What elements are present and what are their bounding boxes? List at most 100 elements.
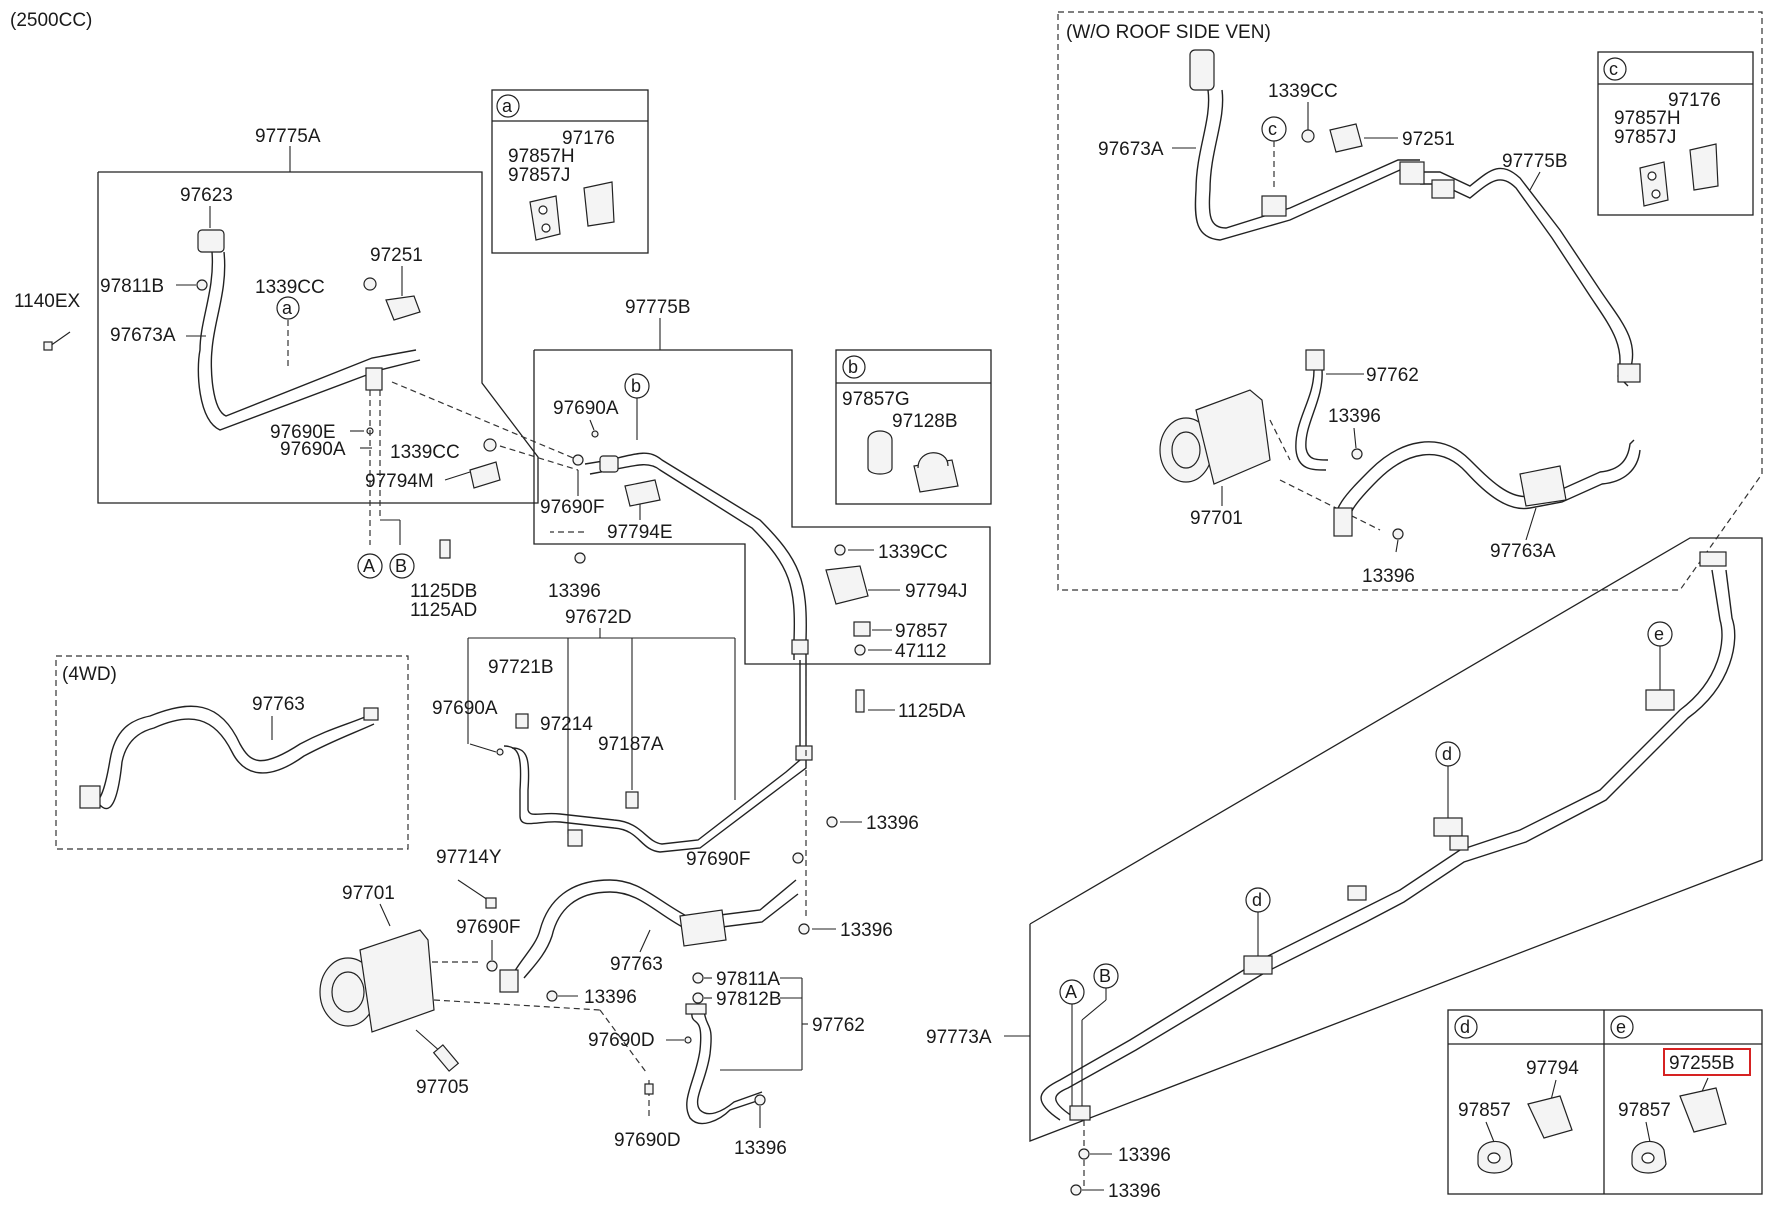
label-13396-4[interactable]: 13396 (584, 987, 637, 1008)
label-97690f-1[interactable]: 97690F (540, 497, 604, 518)
label-97794e[interactable]: 97794E (607, 522, 673, 543)
label-97672d[interactable]: 97672D (565, 607, 632, 628)
label-13396-2[interactable]: 13396 (866, 813, 919, 834)
part-clamp-97794m-top (365, 367, 383, 391)
label-97714y[interactable]: 97714Y (436, 847, 502, 868)
label-wo-97775b[interactable]: 97775B (1502, 151, 1568, 172)
label-97705[interactable]: 97705 (416, 1077, 469, 1098)
label-wo-97763a[interactable]: 97763A (1490, 541, 1556, 562)
label-97775a[interactable]: 97775A (255, 126, 321, 147)
part-97714y-bolt (485, 897, 497, 909)
part-wo-clamp-c (1261, 195, 1287, 217)
label-1339cc-c[interactable]: 1339CC (878, 542, 948, 563)
part-13396-nut-6 (1078, 1148, 1090, 1160)
label-97187a[interactable]: 97187A (598, 734, 664, 755)
group-97773a: 97773A e d d A B 13396 13396 (926, 537, 1763, 1202)
label-d-97857[interactable]: 97857 (1458, 1100, 1511, 1121)
label-1125db[interactable]: 1125DB (410, 581, 477, 602)
label-c-97857h[interactable]: 97857H (1614, 108, 1681, 129)
label-97690f-3[interactable]: 97690F (456, 917, 520, 938)
part-wo-bracket (1617, 363, 1641, 383)
label-e-97857[interactable]: 97857 (1618, 1100, 1671, 1121)
svg-text:b: b (848, 357, 858, 377)
label-wo-97762[interactable]: 97762 (1366, 365, 1419, 386)
label-97812b[interactable]: 97812B (716, 989, 782, 1010)
label-97690e[interactable]: 97690E (270, 422, 336, 443)
label-1339cc-b[interactable]: 1339CC (390, 442, 460, 463)
label-wo-1339cc[interactable]: 1339CC (1268, 81, 1338, 102)
label-97690a-3[interactable]: 97690A (432, 698, 498, 719)
part-97775b-fitting (599, 455, 619, 473)
label-97775b[interactable]: 97775B (625, 297, 691, 318)
label-97721b[interactable]: 97721B (488, 657, 554, 678)
part-13396-nut-1 (574, 552, 586, 564)
label-97690d-2[interactable]: 97690D (614, 1130, 681, 1151)
label-wo-97673a[interactable]: 97673A (1098, 139, 1164, 160)
label-1125ad[interactable]: 1125AD (410, 600, 477, 621)
detail-c-badge (1603, 57, 1627, 81)
part-wo-13396-nut-2 (1392, 528, 1404, 540)
label-97623[interactable]: 97623 (180, 185, 233, 206)
label-wo-roof-side-ven[interactable]: (W/O ROOF SIDE VEN) (1066, 22, 1271, 43)
label-b-97128b[interactable]: 97128B (892, 411, 958, 432)
label-13396-5[interactable]: 13396 (734, 1138, 787, 1159)
svg-text:a: a (282, 298, 293, 318)
label-a-97857h[interactable]: 97857H (508, 146, 575, 167)
label-wo-13396-2[interactable]: 13396 (1362, 566, 1415, 587)
label-wo-13396-1[interactable]: 13396 (1328, 406, 1381, 427)
part-1339cc-nut (363, 277, 377, 291)
label-a-97176[interactable]: 97176 (562, 128, 615, 149)
group-4wd: (4WD) 97763 (55, 655, 409, 850)
label-97763-4wd[interactable]: 97763 (252, 694, 305, 715)
label-97811b[interactable]: 97811B (100, 276, 164, 297)
label-wo-97701[interactable]: 97701 (1190, 508, 1243, 529)
part-13396-nut-7 (1070, 1184, 1082, 1196)
part-97773a-joint-2 (1449, 835, 1469, 851)
label-97690d-1[interactable]: 97690D (588, 1030, 655, 1051)
label-97251-a[interactable]: 97251 (370, 245, 423, 266)
part-97672d-joint (795, 745, 813, 761)
label-d-97794[interactable]: 97794 (1526, 1058, 1579, 1079)
label-wo-97251[interactable]: 97251 (1402, 129, 1455, 150)
label-97794j[interactable]: 97794J (905, 581, 967, 602)
detail-box-a: a 97176 97857H 97857J (491, 89, 649, 254)
label-1339cc-a[interactable]: 1339CC (255, 277, 325, 298)
label-97857-1[interactable]: 97857 (895, 621, 948, 642)
label-97773a[interactable]: 97773A (926, 1027, 992, 1048)
label-13396-1[interactable]: 13396 (548, 581, 601, 602)
label-97763[interactable]: 97763 (610, 954, 663, 975)
svg-text:d: d (1442, 744, 1452, 764)
label-97690a-1[interactable]: 97690A (280, 439, 346, 460)
label-97690f-2[interactable]: 97690F (686, 849, 750, 870)
label-97690a-2[interactable]: 97690A (553, 398, 619, 419)
label-97214[interactable]: 97214 (540, 714, 593, 735)
label-13396-3[interactable]: 13396 (840, 920, 893, 941)
label-13396-7[interactable]: 13396 (1108, 1181, 1161, 1202)
pipe-97762 (686, 1009, 761, 1125)
svg-text:d: d (1460, 1017, 1470, 1037)
detail-a-frame (491, 89, 649, 254)
svg-text:d: d (1252, 890, 1262, 910)
label-1125da[interactable]: 1125DA (898, 701, 966, 722)
label-c-97857j[interactable]: 97857J (1614, 127, 1676, 148)
group-box-97775b (533, 349, 991, 665)
label-a-97857j[interactable]: 97857J (508, 165, 570, 186)
label-1140ex[interactable]: 1140EX (14, 291, 81, 312)
label-97701-main[interactable]: 97701 (342, 883, 395, 904)
label-e-97255b[interactable]: 97255B (1669, 1053, 1735, 1074)
label-97794m[interactable]: 97794M (365, 471, 434, 492)
part-97214-sensor (567, 829, 583, 847)
label-c-97176[interactable]: 97176 (1668, 90, 1721, 111)
label-97811a[interactable]: 97811A (716, 969, 780, 990)
label-b-97857g[interactable]: 97857G (842, 389, 910, 410)
part-wo-fitting-1 (1399, 161, 1425, 185)
label-4wd[interactable]: (4WD) (62, 664, 117, 685)
highlight-97255b (1663, 1048, 1751, 1076)
label-13396-6[interactable]: 13396 (1118, 1145, 1171, 1166)
part-47112-nut (854, 644, 866, 656)
label-97673a[interactable]: 97673A (110, 325, 176, 346)
part-97773a-clamp-d2 (1243, 955, 1273, 975)
label-97762[interactable]: 97762 (812, 1015, 865, 1036)
label-47112[interactable]: 47112 (895, 641, 946, 662)
